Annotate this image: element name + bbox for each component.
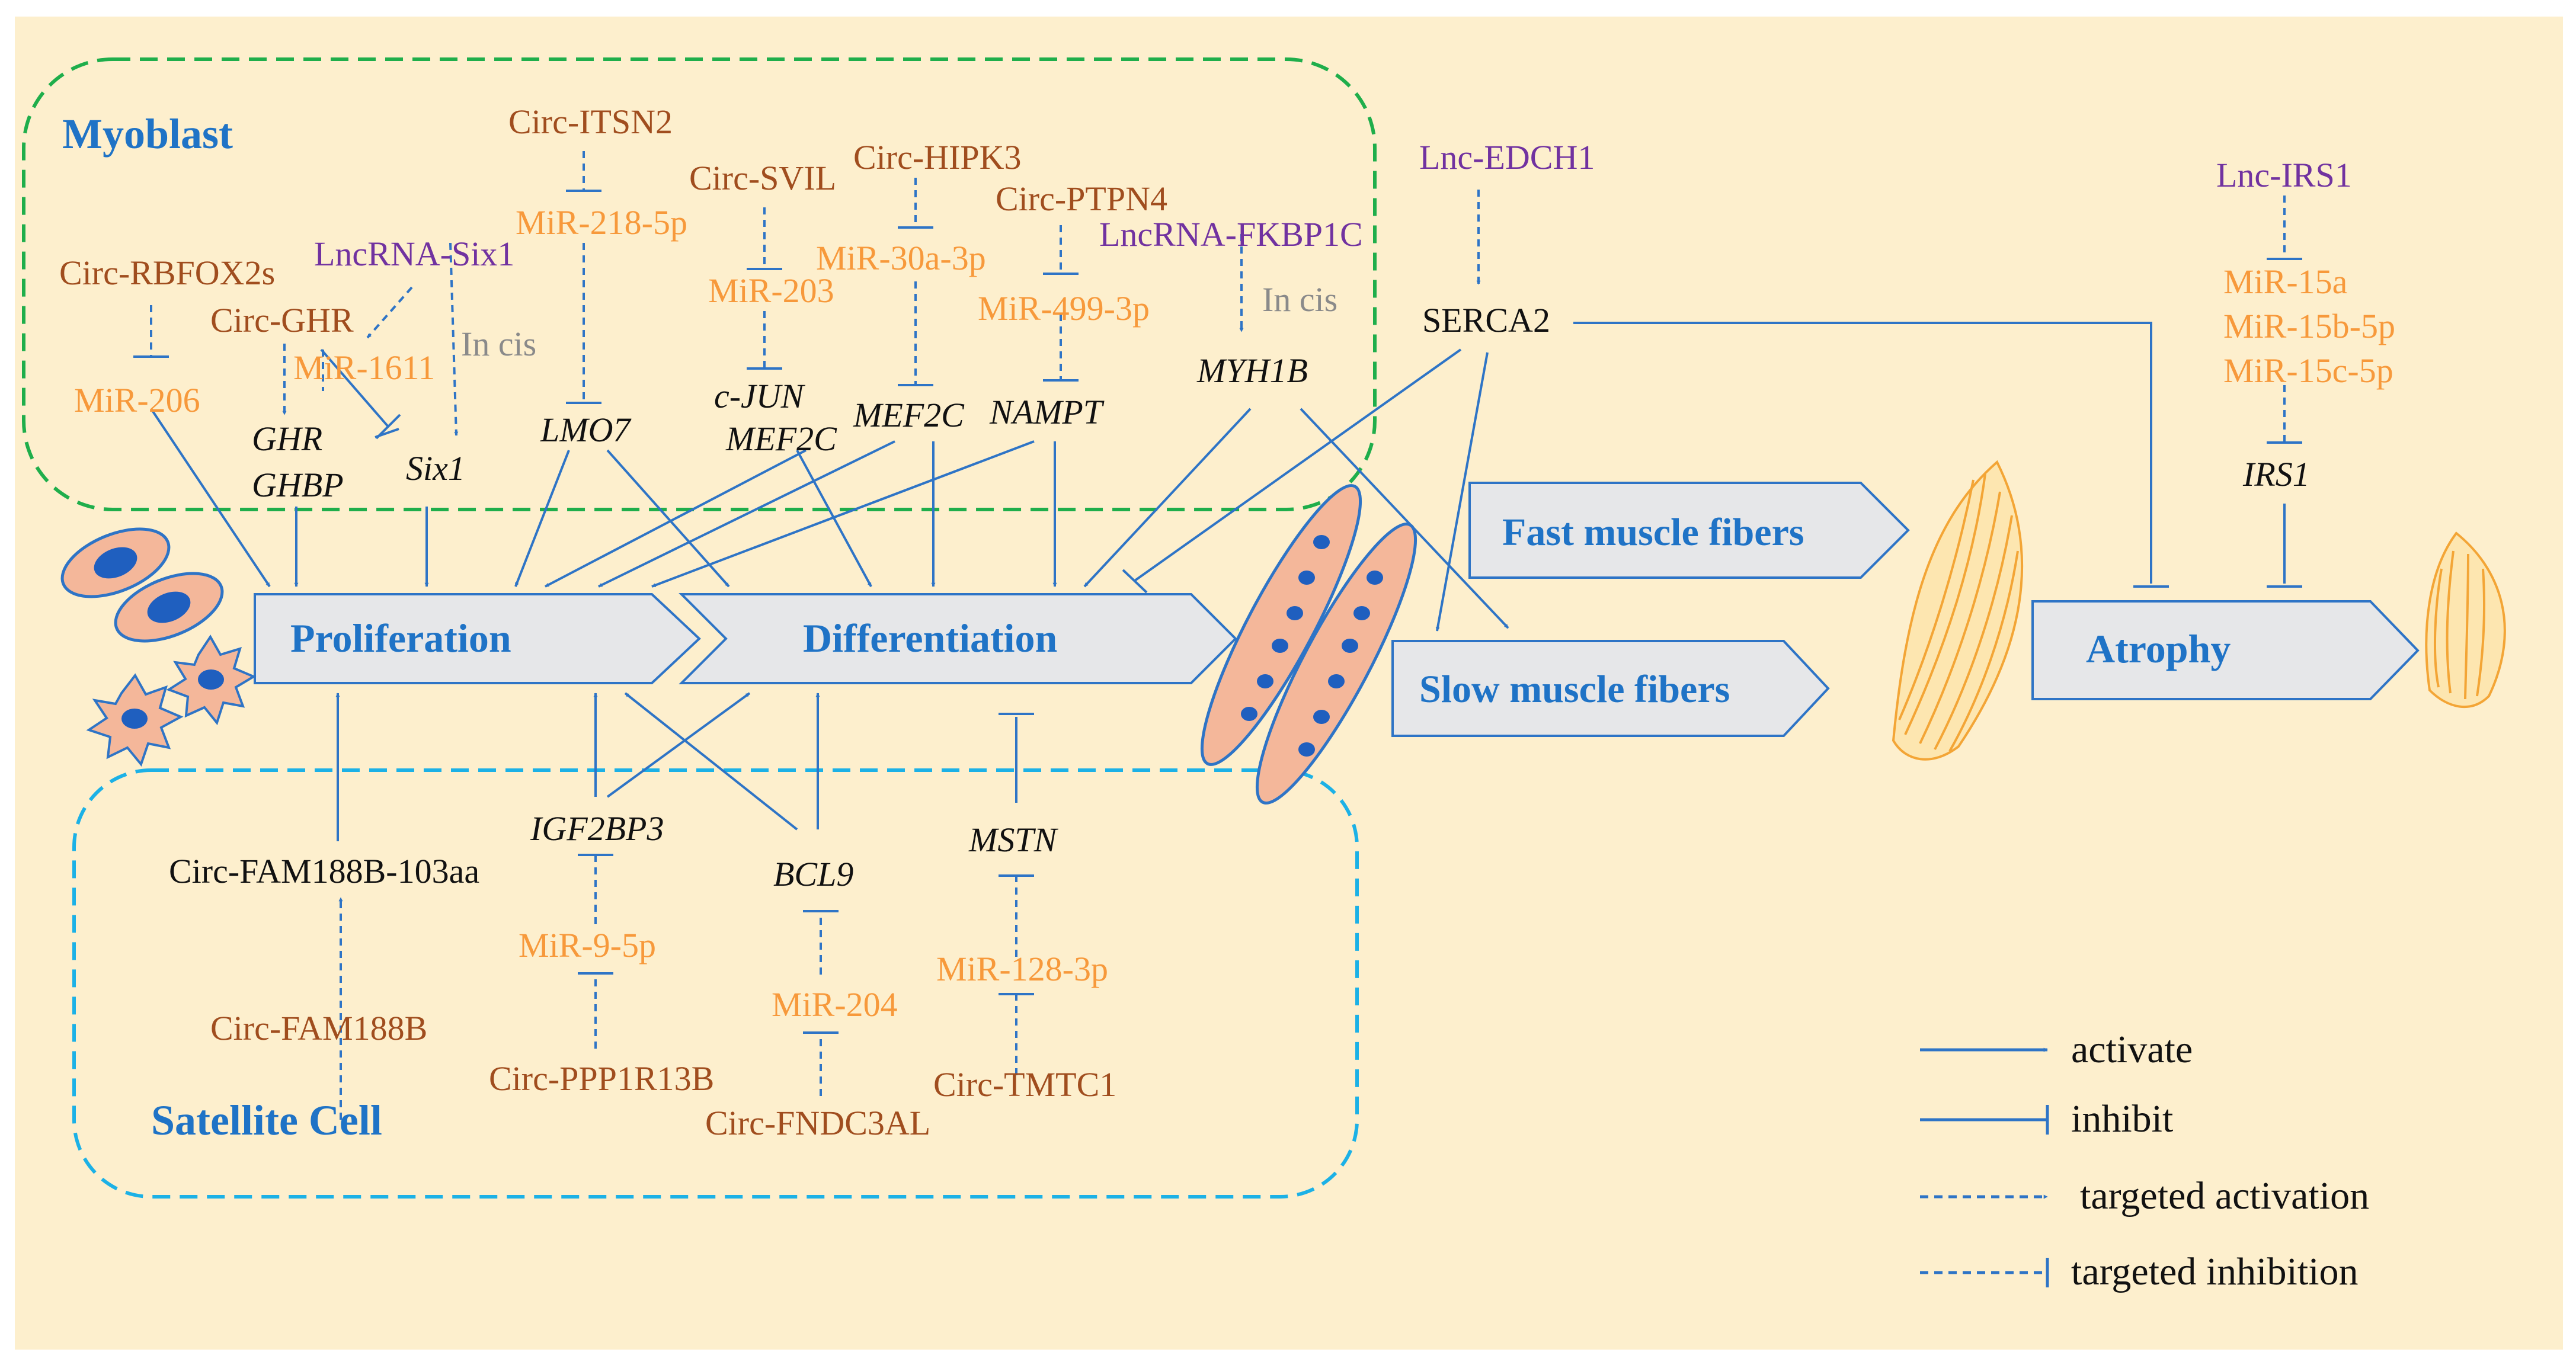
legend-activate-label: activate	[2071, 1028, 2193, 1071]
serca2-label: SERCA2	[1422, 301, 1550, 339]
mir-218-5p-label: MiR-218-5p	[516, 203, 687, 242]
c-jun-label: c-JUN	[714, 377, 806, 415]
mir-30a-3p-label: MiR-30a-3p	[816, 239, 986, 277]
in-cis-label-2: In cis	[1262, 280, 1337, 319]
differentiation-label: Differentiation	[803, 616, 1057, 661]
legend-targeted-activation-label: targeted activation	[2080, 1174, 2369, 1217]
mef2c-label-1: MEF2C	[725, 419, 837, 458]
satellite-cell-label: Satellite Cell	[151, 1097, 382, 1144]
mir-15a-label: MiR-15a	[2223, 262, 2347, 301]
slow-muscle-fibers-block: Slow muscle fibers	[1391, 640, 1830, 737]
lncrna-six1-label: LncRNA-Six1	[314, 235, 514, 273]
inhibition-lines	[320, 322, 2302, 803]
mir-128-3p-label: MiR-128-3p	[936, 950, 1108, 988]
circ-ghr-label: Circ-GHR	[210, 301, 354, 339]
atrophy-label: Atrophy	[2086, 626, 2231, 671]
mir-9-5p-label: MiR-9-5p	[519, 926, 656, 965]
legend-inhibit: inhibit	[1920, 1097, 2173, 1140]
myoblast-label: Myoblast	[62, 110, 233, 158]
nampt-label: NAMPT	[989, 393, 1105, 431]
legend-targeted-inhibition: targeted inhibition	[1920, 1250, 2359, 1293]
legend-targeted-inhibition-label: targeted inhibition	[2071, 1250, 2359, 1293]
myoblast-molecules: Circ-ITSN2 MiR-218-5p LMO7 Circ-SVIL MiR…	[59, 102, 1363, 504]
myoblast-region	[22, 57, 1377, 511]
legend-inhibit-label: inhibit	[2071, 1097, 2173, 1140]
activation-arrows	[150, 352, 1509, 841]
circ-fam188b-label: Circ-FAM188B	[210, 1009, 427, 1047]
myotube-illustration	[1200, 484, 1417, 805]
legend-targeted-activation: targeted activation	[1920, 1174, 2369, 1217]
myoblast-cells-illustration	[60, 527, 224, 643]
muscle-fiber-illustration-large	[1892, 460, 2024, 761]
circ-fndc3al-label: Circ-FNDC3AL	[705, 1104, 930, 1142]
mstn-label: MSTN	[968, 821, 1059, 859]
circ-svil-label: Circ-SVIL	[689, 159, 836, 197]
satellite-molecules: Circ-FAM188B-103aa Circ-FAM188B IGF2BP3 …	[169, 809, 1116, 1142]
atrophy-block: Atrophy	[2031, 600, 2420, 700]
mir-1611-label: MiR-1611	[293, 348, 436, 387]
lnc-edch1-label: Lnc-EDCH1	[1419, 138, 1595, 177]
legend-activate: activate	[1920, 1028, 2193, 1071]
circ-rbfox2s-label: Circ-RBFOX2s	[59, 254, 275, 292]
six1-label: Six1	[406, 449, 465, 488]
circ-tmtc1-label: Circ-TMTC1	[933, 1065, 1116, 1104]
targeted-inhibition-lines	[133, 151, 2302, 1096]
muscle-fiber-illustration-small	[2425, 531, 2506, 709]
mir-15b-5p-label: MiR-15b-5p	[2223, 307, 2395, 345]
igf2bp3-label: IGF2BP3	[530, 809, 664, 848]
proliferation-block: Proliferation	[254, 593, 701, 684]
mef2c-label-2: MEF2C	[853, 396, 965, 434]
satellite-cells-illustration	[86, 635, 257, 767]
ghbp-label: GHBP	[252, 466, 344, 504]
slow-muscle-fibers-label: Slow muscle fibers	[1419, 668, 1730, 711]
fast-muscle-fibers-label: Fast muscle fibers	[1502, 511, 1804, 554]
atrophy-pathway-molecules: Lnc-EDCH1 SERCA2 Lnc-IRS1 MiR-15a MiR-15…	[1419, 138, 2395, 494]
mir-15c-5p-label: MiR-15c-5p	[2223, 351, 2393, 390]
myh1b-label: MYH1B	[1196, 351, 1308, 390]
legend: activate inhibit targeted activation tar…	[1920, 1028, 2369, 1293]
bcl9-label: BCL9	[773, 855, 853, 893]
circ-hipk3-label: Circ-HIPK3	[853, 138, 1022, 177]
mir-203-label: MiR-203	[708, 271, 834, 310]
targeted-activation-arrows	[282, 190, 1481, 1120]
lnc-irs1-label: Lnc-IRS1	[2216, 156, 2352, 194]
differentiation-block: Differentiation	[679, 593, 1237, 684]
circ-ppp1r13b-label: Circ-PPP1R13B	[489, 1059, 714, 1098]
lmo7-label: LMO7	[540, 411, 631, 449]
circ-itsn2-label: Circ-ITSN2	[508, 102, 673, 141]
fast-muscle-fibers-block: Fast muscle fibers	[1468, 482, 1910, 579]
circ-fam188b-103aa-label: Circ-FAM188B-103aa	[169, 852, 479, 890]
proliferation-label: Proliferation	[290, 616, 511, 661]
circ-ptpn4-label: Circ-PTPN4	[996, 180, 1167, 218]
in-cis-label-1: In cis	[461, 325, 536, 363]
ghr-label: GHR	[252, 419, 322, 458]
lncrna-fkbp1c-label: LncRNA-FKBP1C	[1099, 215, 1363, 254]
irs1-label: IRS1	[2242, 455, 2310, 494]
satellite-cell-region	[72, 768, 1359, 1199]
mir-499-3p-label: MiR-499-3p	[978, 289, 1150, 328]
mir-206-label: MiR-206	[74, 381, 200, 419]
mir-204-label: MiR-204	[772, 985, 898, 1024]
